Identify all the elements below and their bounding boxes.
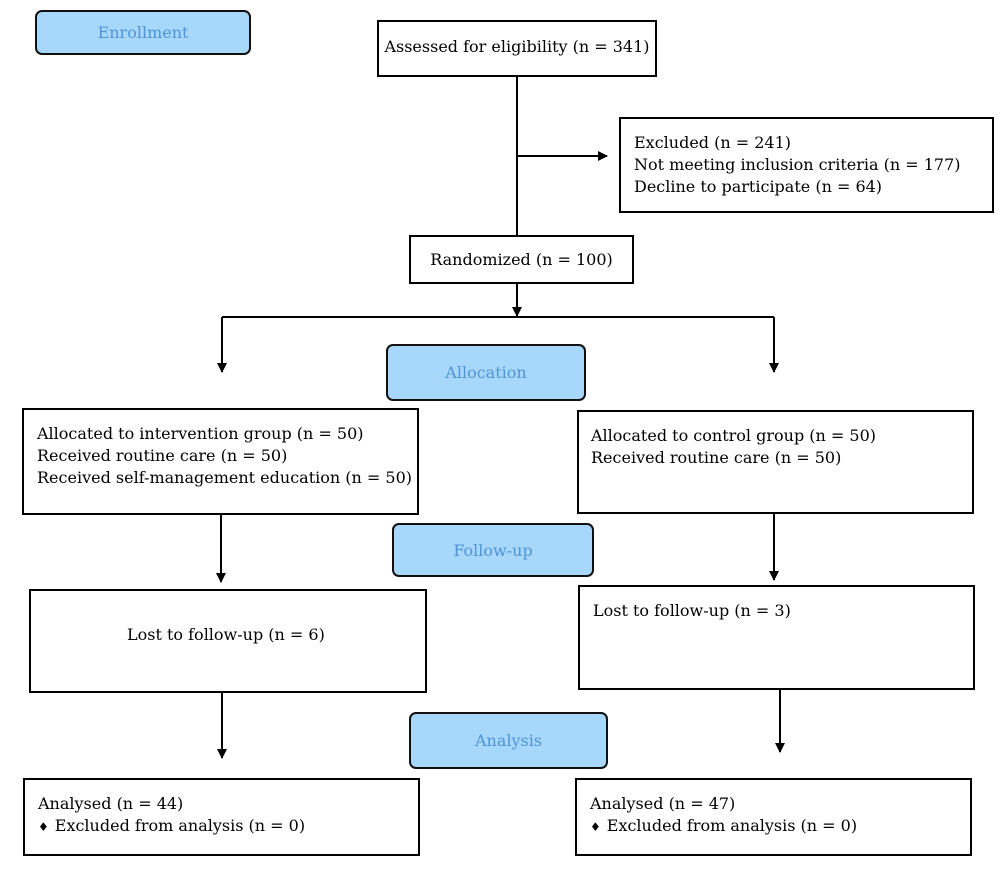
diamond-bullet-icon: ♦: [590, 820, 601, 834]
intervention-allocation-box: Allocated to intervention group (n = 50)…: [22, 408, 419, 515]
excluded-declined: Decline to participate (n = 64): [634, 177, 883, 196]
stage-follow-up-label: Follow-up: [453, 540, 533, 560]
intervention-routine-care: Received routine care (n = 50): [37, 446, 288, 465]
control-routine-care: Received routine care (n = 50): [591, 448, 842, 467]
diamond-bullet-icon: ♦: [38, 820, 49, 834]
randomized-box: Randomized (n = 100): [409, 235, 634, 284]
stage-enrollment: Enrollment: [35, 10, 251, 55]
excluded-not-meeting: Not meeting inclusion criteria (n = 177): [634, 155, 961, 174]
control-followup-box: Lost to follow-up (n = 3): [578, 585, 975, 690]
excluded-title: Excluded (n = 241): [634, 133, 792, 152]
stage-follow-up: Follow-up: [392, 523, 594, 577]
intervention-analysis-box: Analysed (n = 44) ♦ Excluded from analysi…: [23, 778, 420, 856]
assessed-text: Assessed for eligibility (n = 341): [384, 37, 650, 56]
control-excluded-analysis: Excluded from analysis (n = 0): [606, 816, 858, 835]
control-allocated: Allocated to control group (n = 50): [591, 426, 876, 445]
stage-analysis-label: Analysis: [474, 731, 543, 750]
randomized-text: Randomized (n = 100): [430, 250, 613, 269]
assessed-box: Assessed for eligibility (n = 341): [377, 20, 657, 77]
intervention-education: Received self-management education (n = …: [37, 468, 412, 487]
control-lost: Lost to follow-up (n = 3): [593, 601, 791, 620]
control-excluded-analysis-row: ♦ Excluded from analysis (n = 0): [590, 815, 970, 838]
intervention-followup-box: Lost to follow-up (n = 6): [29, 589, 427, 693]
control-analysis-box: Analysed (n = 47) ♦ Excluded from analysi…: [575, 778, 972, 856]
control-allocation-box: Allocated to control group (n = 50) Rece…: [577, 410, 974, 514]
excluded-box: Excluded (n = 241) Not meeting inclusion…: [619, 117, 994, 213]
control-analysed: Analysed (n = 47): [590, 794, 736, 813]
intervention-lost: Lost to follow-up (n = 6): [127, 625, 325, 644]
intervention-allocated: Allocated to intervention group (n = 50): [37, 424, 364, 443]
intervention-excluded-analysis: Excluded from analysis (n = 0): [54, 816, 306, 835]
intervention-analysed: Analysed (n = 44): [38, 794, 184, 813]
stage-allocation: Allocation: [386, 344, 586, 401]
stage-allocation-label: Allocation: [445, 363, 527, 382]
intervention-excluded-analysis-row: ♦ Excluded from analysis (n = 0): [38, 815, 418, 838]
stage-analysis: Analysis: [409, 712, 608, 769]
stage-enrollment-label: Enrollment: [97, 23, 189, 42]
